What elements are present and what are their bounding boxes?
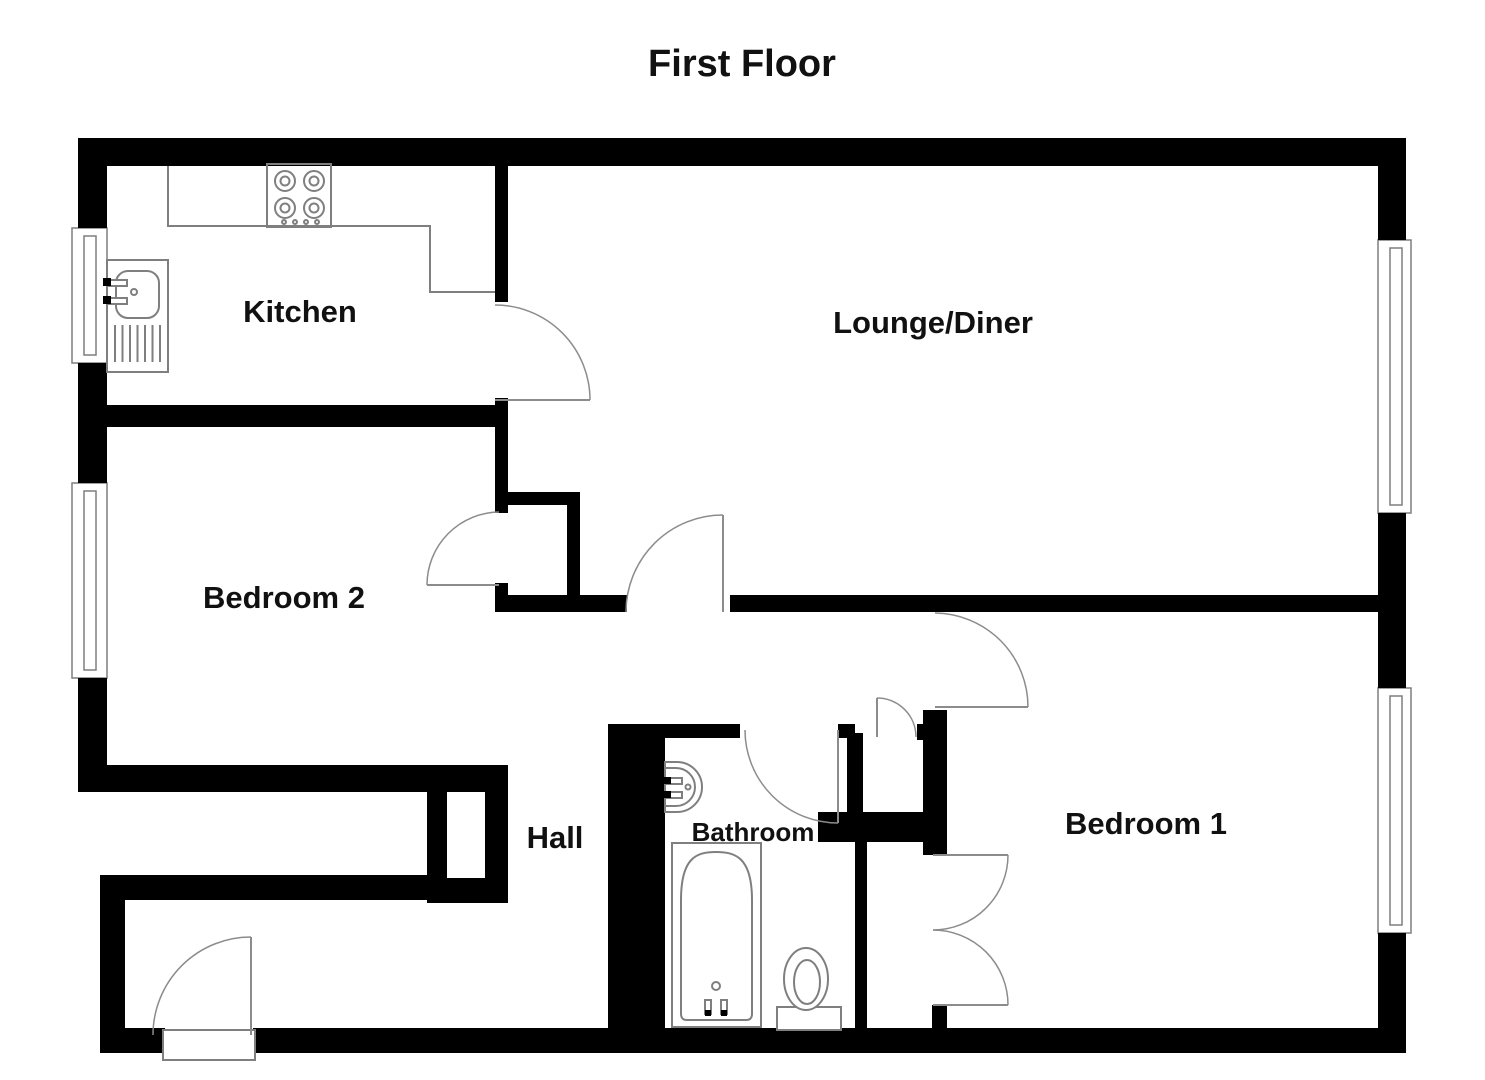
room-label-bathroom: Bathroom <box>692 817 815 847</box>
hob-knob-icon <box>303 219 309 225</box>
room-label-hall: Hall <box>527 820 584 855</box>
labels-layer: First Floor Kitchen Lounge/Diner Bedroom… <box>203 43 1227 855</box>
kitchen-window-glazing <box>83 235 97 356</box>
wardrobe-door-bottom-swing-arc <box>932 929 1009 1006</box>
bathtub-tap-tip <box>721 1010 727 1016</box>
kitchen-tap-icon <box>103 278 111 286</box>
hob-knob-icon <box>292 219 298 225</box>
lounge-window-glazing <box>1389 247 1403 506</box>
wall-segment <box>78 765 508 792</box>
wall-segment <box>485 765 508 903</box>
wardrobe-door-top-swing-arc <box>932 854 1009 931</box>
room-label-kitchen: Kitchen <box>243 294 357 329</box>
bathtub-drain <box>711 981 721 991</box>
wall-segment <box>100 875 125 1053</box>
hob-burner-icon <box>279 175 291 187</box>
toilet-bowl-inner <box>793 959 821 1005</box>
wall-segment <box>495 595 627 612</box>
wall-segment <box>427 790 447 903</box>
kitchen-counter-edge <box>167 166 495 293</box>
wall-segment <box>567 492 580 612</box>
bedroom-1-door-swing-arc <box>934 612 1029 708</box>
wall-segment <box>917 724 925 740</box>
wall-segment <box>923 710 947 855</box>
toilet-bowl <box>783 947 829 1011</box>
wall-segment <box>1378 513 1406 688</box>
bathtub-outline <box>671 842 762 1028</box>
hob-burner-icon <box>279 202 291 214</box>
bedroom-1-window-glazing <box>1389 695 1403 926</box>
wall-segment <box>495 166 508 302</box>
hob-burner-icon <box>303 170 325 192</box>
wall-segment <box>78 166 107 228</box>
fixtures-layer <box>103 163 842 1061</box>
hob-knob-icon <box>314 219 320 225</box>
entrance-threshold <box>162 1029 256 1061</box>
bathtub-inner <box>680 850 753 1021</box>
bedroom-2-door-swing-arc <box>426 511 500 586</box>
basin-tap-icon <box>664 791 671 798</box>
basin-tap-icon <box>664 777 671 784</box>
airing-cupboard-door-swing-arc <box>876 697 917 738</box>
wall-segment <box>100 875 447 900</box>
bathroom-door-swing-arc <box>744 729 839 824</box>
wall-segment <box>932 1005 947 1028</box>
kitchen-window <box>71 227 108 364</box>
kitchen-sink-drain <box>130 288 138 296</box>
doors-layer <box>152 304 1029 1036</box>
wall-segment <box>253 1028 1406 1053</box>
wall-segment <box>495 398 508 513</box>
wall-segment <box>730 595 1378 612</box>
basin-drain <box>684 783 692 791</box>
kitchen-lounge-door-swing-arc <box>494 304 591 401</box>
hob-burner-icon <box>308 175 320 187</box>
wall-segment <box>78 405 508 427</box>
bedroom-1-window <box>1377 687 1412 934</box>
hall-lounge-door-swing-arc <box>625 514 724 613</box>
hob-burner-icon <box>303 197 325 219</box>
walls-layer <box>78 138 1406 1053</box>
wall-segment <box>847 733 863 813</box>
room-label-bedroom-2: Bedroom 2 <box>203 580 365 615</box>
room-label-bedroom-1: Bedroom 1 <box>1065 806 1227 841</box>
kitchen-sink-basin <box>115 270 160 319</box>
wall-segment <box>855 842 867 1028</box>
bedroom-2-window-glazing <box>83 490 97 671</box>
plan-title: First Floor <box>648 43 836 85</box>
windows-layer <box>71 227 1412 934</box>
wall-segment <box>495 492 578 505</box>
wall-segment <box>1378 166 1406 240</box>
kitchen-tap-icon <box>103 296 111 304</box>
wall-segment <box>427 878 508 903</box>
hob-knob-icon <box>281 219 287 225</box>
hob-burner-icon <box>274 197 296 219</box>
room-label-lounge-diner: Lounge/Diner <box>833 305 1033 340</box>
basin-inner <box>665 767 696 807</box>
bathtub-tap-tip <box>705 1010 711 1016</box>
entrance-door-swing-arc <box>152 936 252 1036</box>
wall-segment <box>608 724 665 1028</box>
wall-segment <box>78 138 1406 166</box>
lounge-window <box>1377 239 1412 514</box>
basin-outline <box>664 761 703 813</box>
bedroom-2-window <box>71 482 108 679</box>
hob-burner-icon <box>274 170 296 192</box>
hob-burner-icon <box>308 202 320 214</box>
